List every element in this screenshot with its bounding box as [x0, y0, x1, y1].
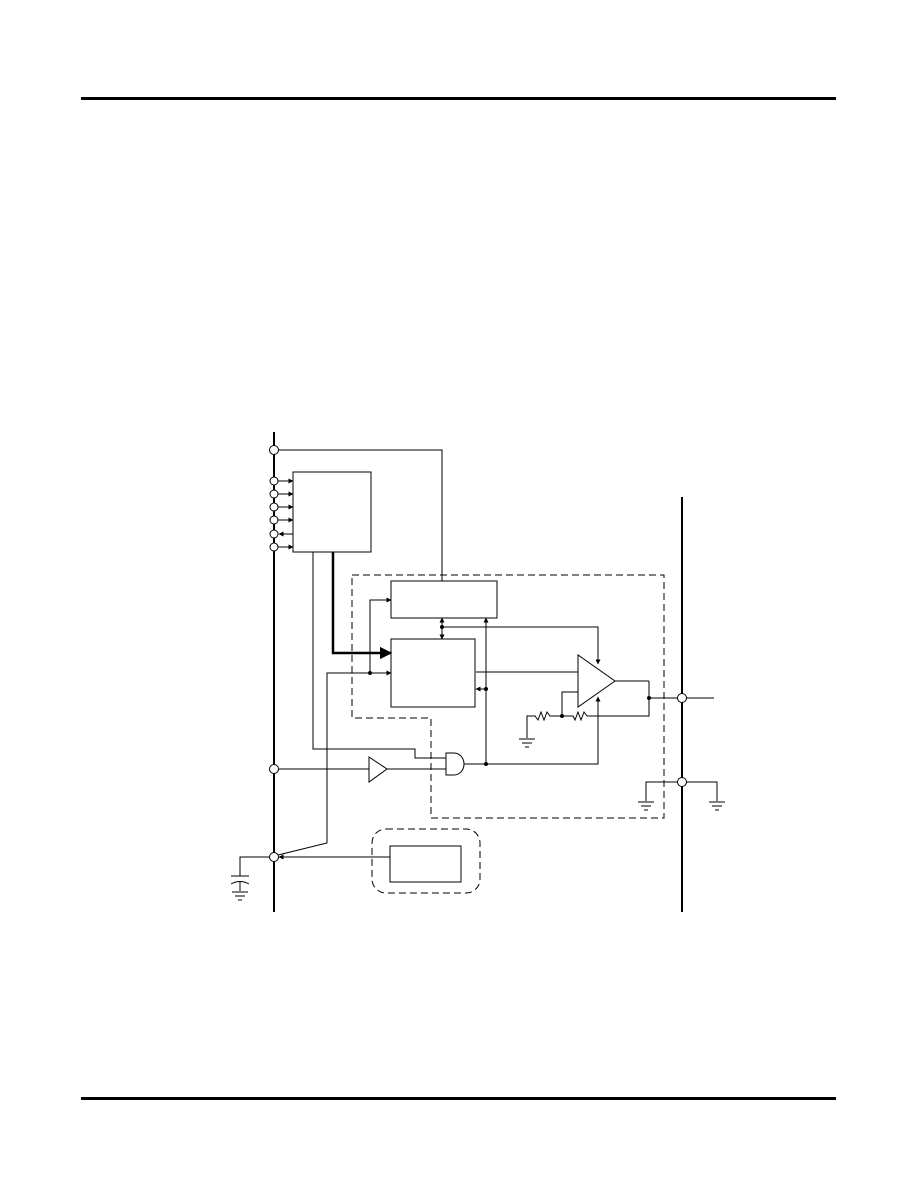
core-block [391, 639, 475, 707]
logic-block [293, 472, 371, 552]
core-dashed-boundary [352, 575, 664, 818]
logic-pin-5 [270, 530, 278, 538]
logic-pin-3 [270, 503, 278, 511]
ground-symbol-right [709, 802, 725, 810]
external-module-dashed [372, 829, 480, 893]
footer-rule [81, 1097, 836, 1100]
logic-pin-6 [270, 543, 278, 551]
output-amplifier [578, 655, 615, 707]
feedback-resistor-2 [562, 712, 587, 720]
ground-symbol-feedback [519, 739, 535, 747]
input-buffer [369, 757, 387, 782]
header-rule [81, 97, 836, 100]
wire-amp-supply [442, 627, 601, 665]
wire-upper-feed [370, 597, 392, 673]
logic-block-pins [270, 477, 294, 551]
feedback-resistor-1 [527, 712, 562, 738]
wire-feedback [587, 698, 649, 716]
logic-pin-4 [270, 516, 278, 524]
reference-pin [270, 853, 279, 862]
output-pin [678, 694, 687, 703]
junction-out [647, 696, 651, 700]
logic-pin-2 [270, 490, 278, 498]
buffer-input-pin [270, 765, 279, 774]
logic-pin-1 [270, 477, 278, 485]
ground-pin [678, 778, 687, 787]
wire-top-pin [278, 450, 442, 581]
wire-ground-left [646, 782, 678, 801]
junction-enable [484, 687, 488, 691]
data-bus [333, 552, 393, 660]
pin-top [270, 446, 279, 455]
wire-amp-enable [486, 696, 601, 764]
wire-ground-right [686, 782, 717, 801]
ground-symbol-left [638, 802, 654, 810]
external-module-block [390, 846, 461, 882]
wire-amp-minus [562, 692, 578, 716]
wire-reference-cap [240, 857, 270, 876]
and-gate [446, 753, 464, 775]
wire-ref-return [278, 673, 370, 855]
wire-logic-to-and [313, 552, 446, 758]
upper-block [391, 581, 497, 618]
reference-capacitor [231, 876, 249, 900]
